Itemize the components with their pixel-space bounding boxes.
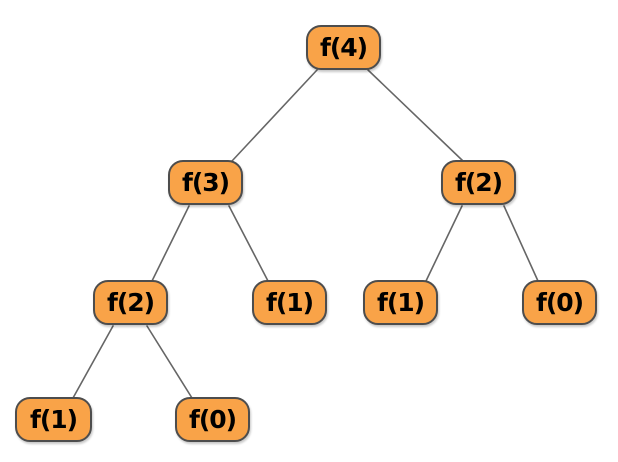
tree-edge-f4-f2 [367,69,464,162]
node-f1-bottom-left: f(1) [15,397,92,442]
tree-edge-f2r-f0 [503,205,539,282]
node-f1-mid-right: f(1) [363,280,438,325]
node-f2-left: f(2) [93,280,168,325]
tree-edge-f3-f2 [151,205,190,282]
node-f2-right: f(2) [441,160,516,205]
node-f4-root: f(4) [306,25,381,70]
tree-edge-f3-f1 [228,205,269,282]
node-f0-bottom: f(0) [175,397,250,442]
tree-edge-f4-f3 [231,69,318,162]
node-f3: f(3) [168,160,243,205]
tree-edge-f2r-f1 [425,205,463,282]
tree-edge-f2l-f1 [72,325,114,399]
tree-edge-f2l-f0 [146,325,193,399]
node-f0-far-right: f(0) [522,280,597,325]
node-f1-mid-left: f(1) [252,280,327,325]
